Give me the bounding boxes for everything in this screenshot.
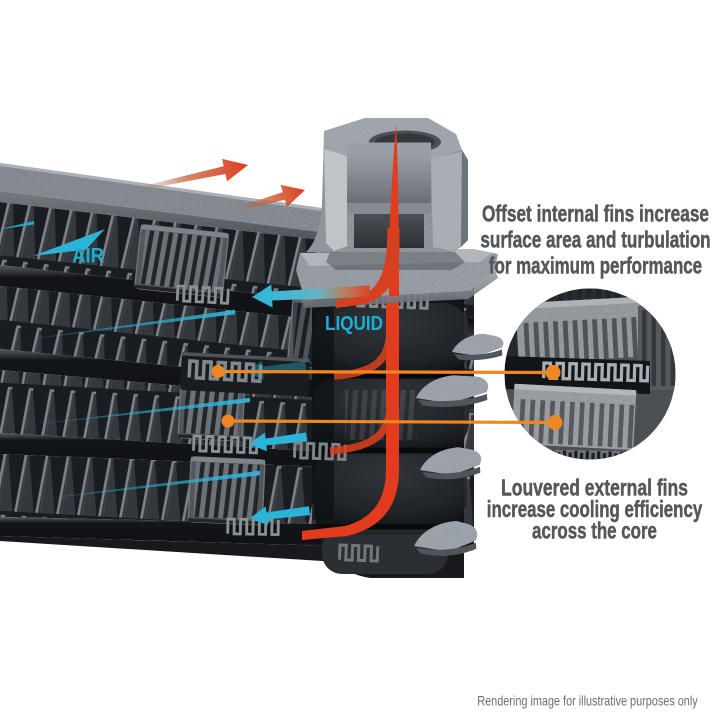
svg-text:Rendering image for illustrati: Rendering image for illustrative purpose…	[477, 693, 698, 708]
svg-text:Offset internal fins increase: Offset internal fins increase	[482, 202, 709, 227]
svg-text:across the core: across the core	[532, 519, 657, 544]
svg-text:for maximum performance: for maximum performance	[489, 254, 702, 279]
svg-text:Louvered external fins: Louvered external fins	[501, 475, 688, 501]
svg-text:increase cooling efficiency: increase cooling efficiency	[487, 498, 703, 523]
svg-text:LIQUID: LIQUID	[325, 312, 383, 335]
svg-text:surface area and turbulation: surface area and turbulation	[480, 228, 710, 253]
svg-text:AIR: AIR	[72, 244, 104, 267]
